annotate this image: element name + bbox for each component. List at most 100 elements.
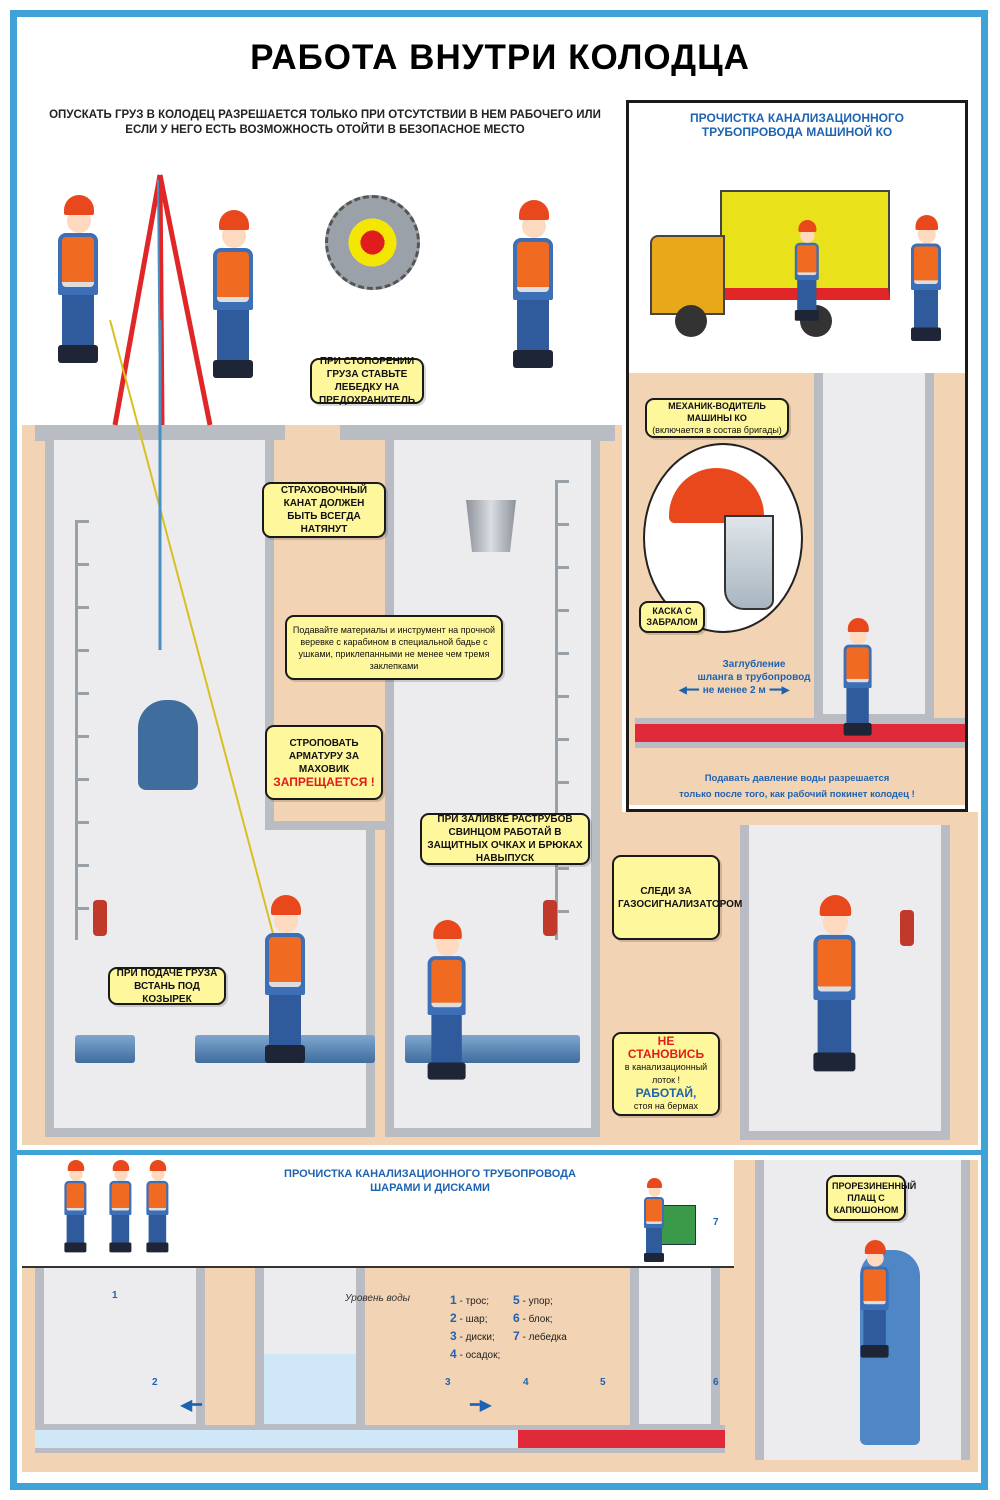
worker-head <box>114 1167 128 1181</box>
worker-boots <box>911 327 941 341</box>
worker-boots <box>146 1242 169 1253</box>
worker-legs <box>797 280 817 312</box>
worker-legs <box>217 310 249 362</box>
worker-boots <box>427 1062 466 1080</box>
worker-legs <box>62 295 94 347</box>
worker-figure <box>805 895 864 1074</box>
callout-text: в канализационный лоток ! <box>624 1062 708 1085</box>
valve-icon <box>138 700 198 790</box>
callout-lead-pour: ПРИ ЗАЛИВКЕ РАСТРУБОВ СВИНЦОМ РАБОТАЙ В … <box>420 813 590 865</box>
worker-legs <box>817 1000 852 1055</box>
worker-helmet <box>864 1240 886 1254</box>
worker-vest <box>62 237 94 287</box>
worker-vest <box>431 959 462 1008</box>
marker-2: 2 <box>152 1377 158 1388</box>
worker-head <box>151 1167 165 1181</box>
bottom-well-3 <box>630 1268 720 1433</box>
worker-head <box>800 228 815 243</box>
depth-line: шланга в трубопровод <box>697 672 811 683</box>
worker-boots <box>843 723 872 736</box>
legend-item: 5 - упор; <box>513 1293 553 1307</box>
worker-legs <box>517 300 549 352</box>
worker-figure <box>640 1178 668 1263</box>
worker-legs <box>148 1215 167 1244</box>
worker-vest <box>646 1199 662 1224</box>
worker-head <box>648 1185 661 1197</box>
depth-note: Заглубление шланга в трубопровод ◀━━не м… <box>679 658 829 697</box>
bottom-title: ПРОЧИСТКА КАНАЛИЗАЦИОННОГО ТРУБОПРОВОДА … <box>284 1168 576 1194</box>
worker-vest <box>66 1183 85 1211</box>
worker-helmet <box>819 895 852 916</box>
worker-legs <box>846 688 869 725</box>
worker-helmet <box>112 1160 130 1171</box>
worker-figure <box>905 215 947 343</box>
worker-vest <box>217 252 249 302</box>
worker-helmet <box>847 618 869 632</box>
worker-legs <box>66 1215 85 1244</box>
arrow-right-icon: ━━▶ <box>769 685 790 696</box>
section-divider <box>17 1150 983 1155</box>
marker-3: 3 <box>445 1377 451 1388</box>
callout-text: СТРОПОВАТЬ АРМАТУРУ ЗА МАХОВИК <box>288 737 360 775</box>
panel-ko-machine: ПРОЧИСТКА КАНАЛИЗАЦИОННОГО ТРУБОПРОВОДА … <box>626 100 968 812</box>
callout-winch: ПРИ СТОПОРЕНИИ ГРУЗА СТАВЬТЕ ЛЕБЕДКУ НА … <box>310 356 424 406</box>
callout-warning: ЗАПРЕЩАЕТСЯ ! <box>273 774 375 789</box>
ko-well-shaft <box>814 373 934 723</box>
callout-text: стоя на бермах <box>633 1101 699 1111</box>
worker-figure <box>790 220 824 322</box>
gas-detector-icon <box>900 910 914 946</box>
callout-helmet: КАСКА С ЗАБРАЛОМ <box>639 601 705 633</box>
worker-figure <box>142 1160 173 1254</box>
worker-boots <box>644 1253 664 1262</box>
worker-vest <box>269 937 301 987</box>
callout-warning: РАБОТАЙ, <box>635 1086 697 1100</box>
worker-vest <box>517 242 549 292</box>
worker-boots <box>860 1345 889 1358</box>
callout-gas: СЛЕДИ ЗА ГАЗОСИГНАЛИЗАТОРОМ <box>612 855 742 940</box>
worker-legs <box>269 995 301 1047</box>
face-shield-icon <box>724 515 774 610</box>
winch-gear-icon <box>325 195 420 290</box>
worker-vest <box>914 246 938 284</box>
callout-rope: СТРАХОВОЧНЫЙ КАНАТ ДОЛЖЕН БЫТЬ ВСЕГДА НА… <box>262 482 386 538</box>
worker-head <box>917 225 936 244</box>
worker-boots <box>64 1242 87 1253</box>
poster-title: РАБОТА ВНУТРИ КОЛОДЦА <box>250 38 750 77</box>
pressure-line: только после того, как рабочий покинет к… <box>679 789 915 800</box>
ladder <box>555 480 569 940</box>
worker-vest <box>863 1269 886 1305</box>
legend-col-1: 1 - трос; 2 - шар; 3 - диски; 4 - осадок… <box>450 1292 500 1364</box>
worker-vest <box>817 939 852 992</box>
pressure-line: Подавать давление воды разрешается <box>704 773 890 784</box>
winch-cart-icon <box>660 1205 696 1245</box>
bottom-pipe <box>35 1425 725 1453</box>
worker-helmet <box>64 195 94 215</box>
pressure-note: Подавать давление воды разрешается тольк… <box>629 771 965 803</box>
arrow-left-icon: ◀━ <box>180 1397 202 1414</box>
callout-driver: МЕХАНИК-ВОДИТЕЛЬ МАШИНЫ КО(включается в … <box>645 398 789 438</box>
worker-head <box>69 1167 83 1181</box>
bottom-well-1 <box>35 1268 205 1433</box>
marker-7: 7 <box>713 1217 719 1228</box>
sewer-cleaning-truck <box>650 190 890 340</box>
legend-col-2: 5 - упор; 6 - блок; 7 - лебедка <box>513 1292 567 1346</box>
callout-raincoat: ПРОРЕЗИНЕННЫЙ ПЛАЩ С КАПЮШОНОМ <box>826 1175 916 1221</box>
marker-5: 5 <box>600 1377 606 1388</box>
worker-legs <box>646 1228 662 1254</box>
worker-figure <box>60 1160 91 1254</box>
worker-head <box>849 627 867 645</box>
callout-text: ПРИ СТОПОРЕНИИ ГРУЗА СТАВЬТЕ ЛЕБЕДКУ НА … <box>318 356 416 406</box>
legend-item: 3 - диски; <box>450 1329 495 1343</box>
marker-6: 6 <box>713 1377 719 1388</box>
worker-legs <box>431 1015 462 1065</box>
truck-wheel <box>675 305 707 337</box>
gas-detector-icon <box>543 900 557 936</box>
depth-line: не менее 2 м <box>702 685 766 696</box>
callout-text: ПРИ ПОДАЧЕ ГРУЗА ВСТАНЬ ПОД КОЗЫРЕК <box>116 967 218 1005</box>
water-level-label: Уровень воды <box>345 1293 410 1304</box>
depth-line: Заглубление <box>722 659 786 670</box>
callout-text: ПРИ ЗАЛИВКЕ РАСТРУБОВ СВИНЦОМ РАБОТАЙ В … <box>427 814 583 864</box>
worker-helmet <box>67 1160 85 1171</box>
callout-materials: Подавайте материалы и инструмент на проч… <box>285 615 503 680</box>
